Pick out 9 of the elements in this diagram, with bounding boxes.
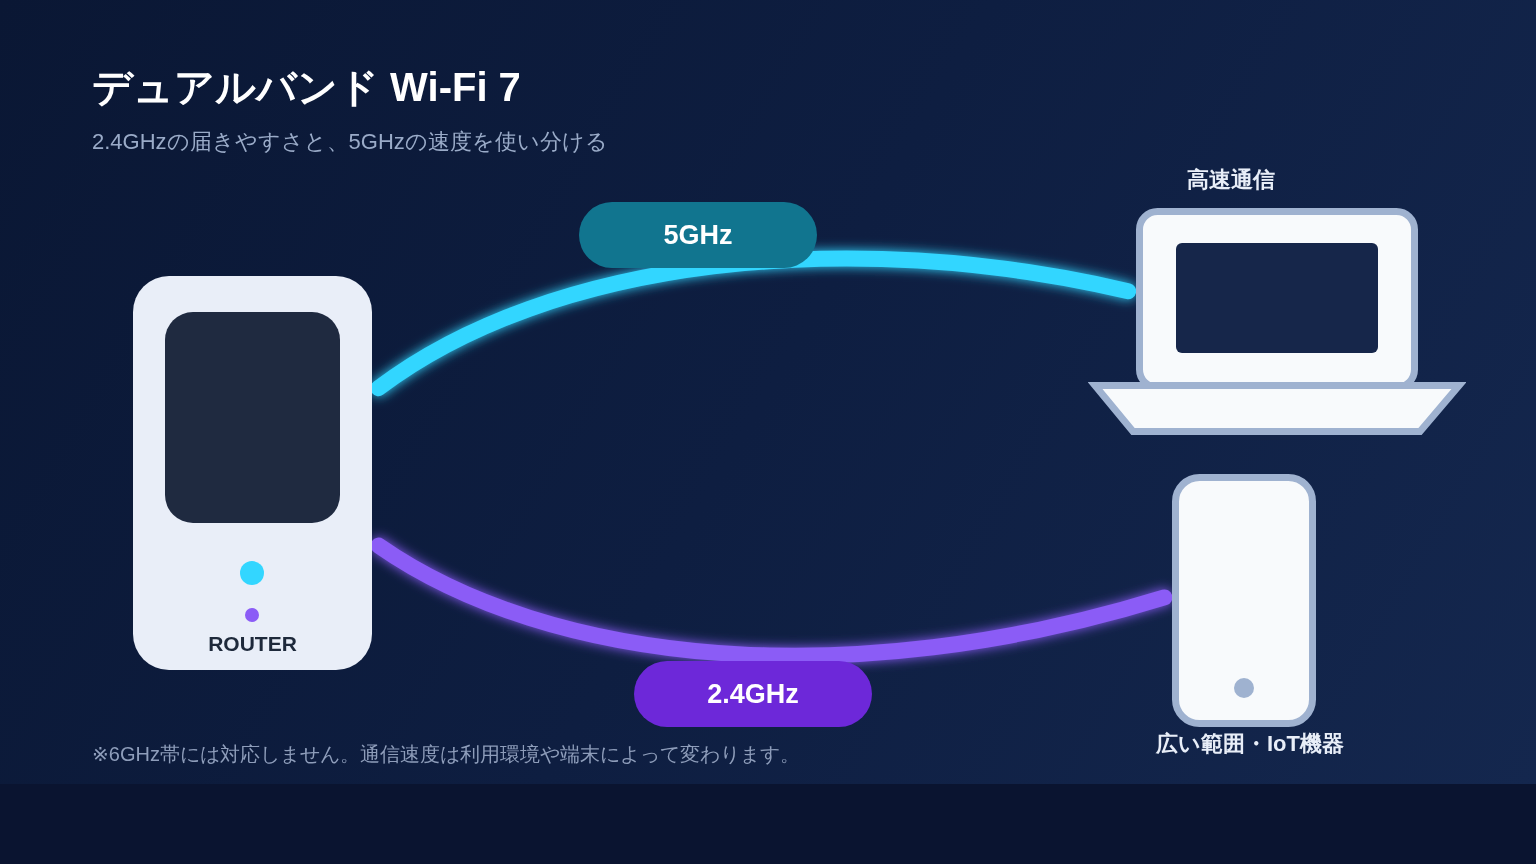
router-box xyxy=(133,276,372,670)
device-label: 高速通信 xyxy=(1187,166,1275,194)
device-label: 広い範囲・IoT機器 xyxy=(1156,730,1344,758)
device-label: ROUTER xyxy=(208,632,297,656)
edge-label: 2.4GHz xyxy=(634,661,872,727)
subtitle: 2.4GHzの届きやすさと、5GHzの速度を使い分ける xyxy=(92,128,608,156)
title: デュアルバンド Wi-Fi 7 xyxy=(92,64,521,111)
footnote: ※6GHz帯には対応しません。通信速度は利用環境や端末によって変わります。 xyxy=(92,742,800,767)
edge-label: 5GHz xyxy=(579,202,817,268)
